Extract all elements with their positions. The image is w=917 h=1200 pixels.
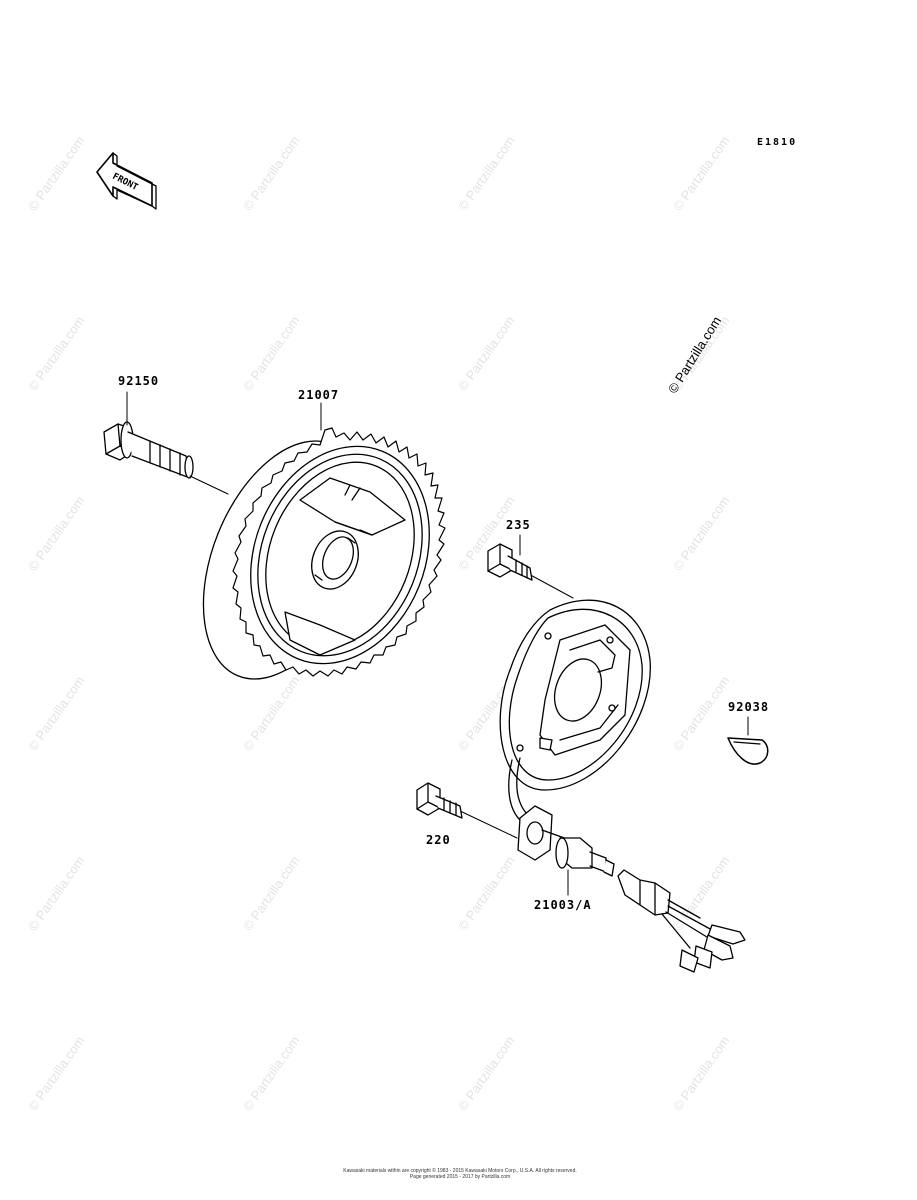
bolt-92150-drawing [103, 421, 194, 479]
key-92038-drawing [727, 737, 769, 765]
part-label-220[interactable]: 220 [426, 833, 451, 847]
front-arrow-icon [96, 152, 157, 210]
footer-line-2: Page generated 2015 - 2017 by Partzilla.… [409, 1174, 511, 1180]
part-label-92038[interactable]: 92038 [728, 700, 770, 714]
diagram-code: E1810 [757, 137, 798, 148]
bolt-220-drawing [416, 782, 463, 819]
part-label-21007[interactable]: 21007 [298, 388, 340, 402]
part-label-92150[interactable]: 92150 [118, 374, 160, 388]
part-label-235[interactable]: 235 [506, 518, 531, 532]
footer-line-1: Kawasaki materials within are copyright … [343, 1168, 577, 1174]
stator-21003a-drawing [499, 599, 746, 973]
leader-lines [126, 391, 749, 896]
flywheel-21007-drawing [202, 427, 446, 680]
bolt-235-drawing [487, 543, 533, 581]
copyright-footer: Kawasaki materials within are copyright … [300, 1168, 620, 1180]
part-label-21003a[interactable]: 21003/A [534, 898, 592, 912]
